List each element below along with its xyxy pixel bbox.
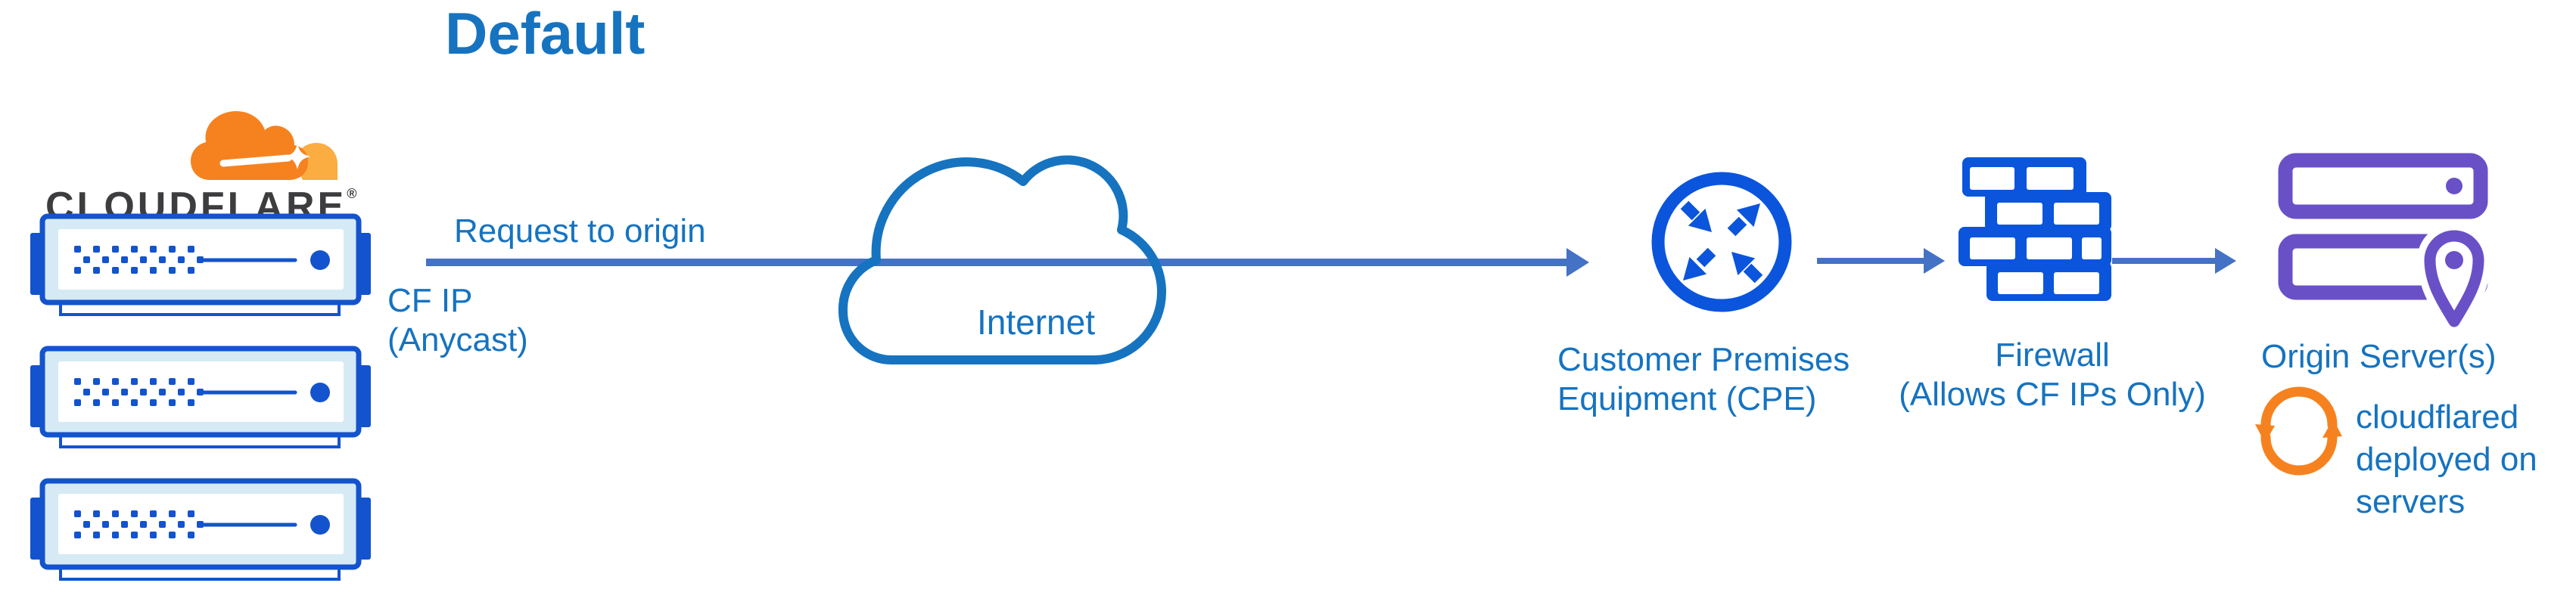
request-to-origin-label: Request to origin [454,212,706,250]
cf-ip-anycast-label: CF IP (Anycast) [387,282,528,358]
origin-label: Origin Server(s) [2261,338,2497,375]
firewall-icon [1958,157,2111,301]
cloudflared-sync-icon [2255,386,2342,476]
edge-server-icon [30,480,371,582]
cloudflared-note: cloudflared deployed on servers [2356,398,2537,520]
page-title: Default [445,0,646,67]
internet-cloud-icon [838,155,1166,364]
edge-server-icon [30,348,371,450]
cpe-router-icon [1651,172,1792,312]
origin-server-icon [2278,153,2491,334]
arrowhead-cpe-to-firewall [1924,248,1945,274]
arrow-cpe-to-firewall [1817,258,1924,264]
arrowhead-cf-to-cpe [1566,248,1589,277]
location-pin-icon [2424,230,2484,327]
firewall-label: Firewall (Allows CF IPs Only) [1899,336,2206,413]
arrowhead-firewall-to-origin [2215,248,2236,274]
cpe-label: Customer Premises Equipment (CPE) [1557,341,1850,417]
edge-server-icon [30,216,371,318]
registered-mark: ® [347,186,357,201]
arrow-firewall-to-origin [2112,258,2215,264]
arrow-cf-to-cpe [426,259,1566,266]
cloudflare-logo-icon [191,111,338,180]
internet-label: Internet [977,302,1095,342]
